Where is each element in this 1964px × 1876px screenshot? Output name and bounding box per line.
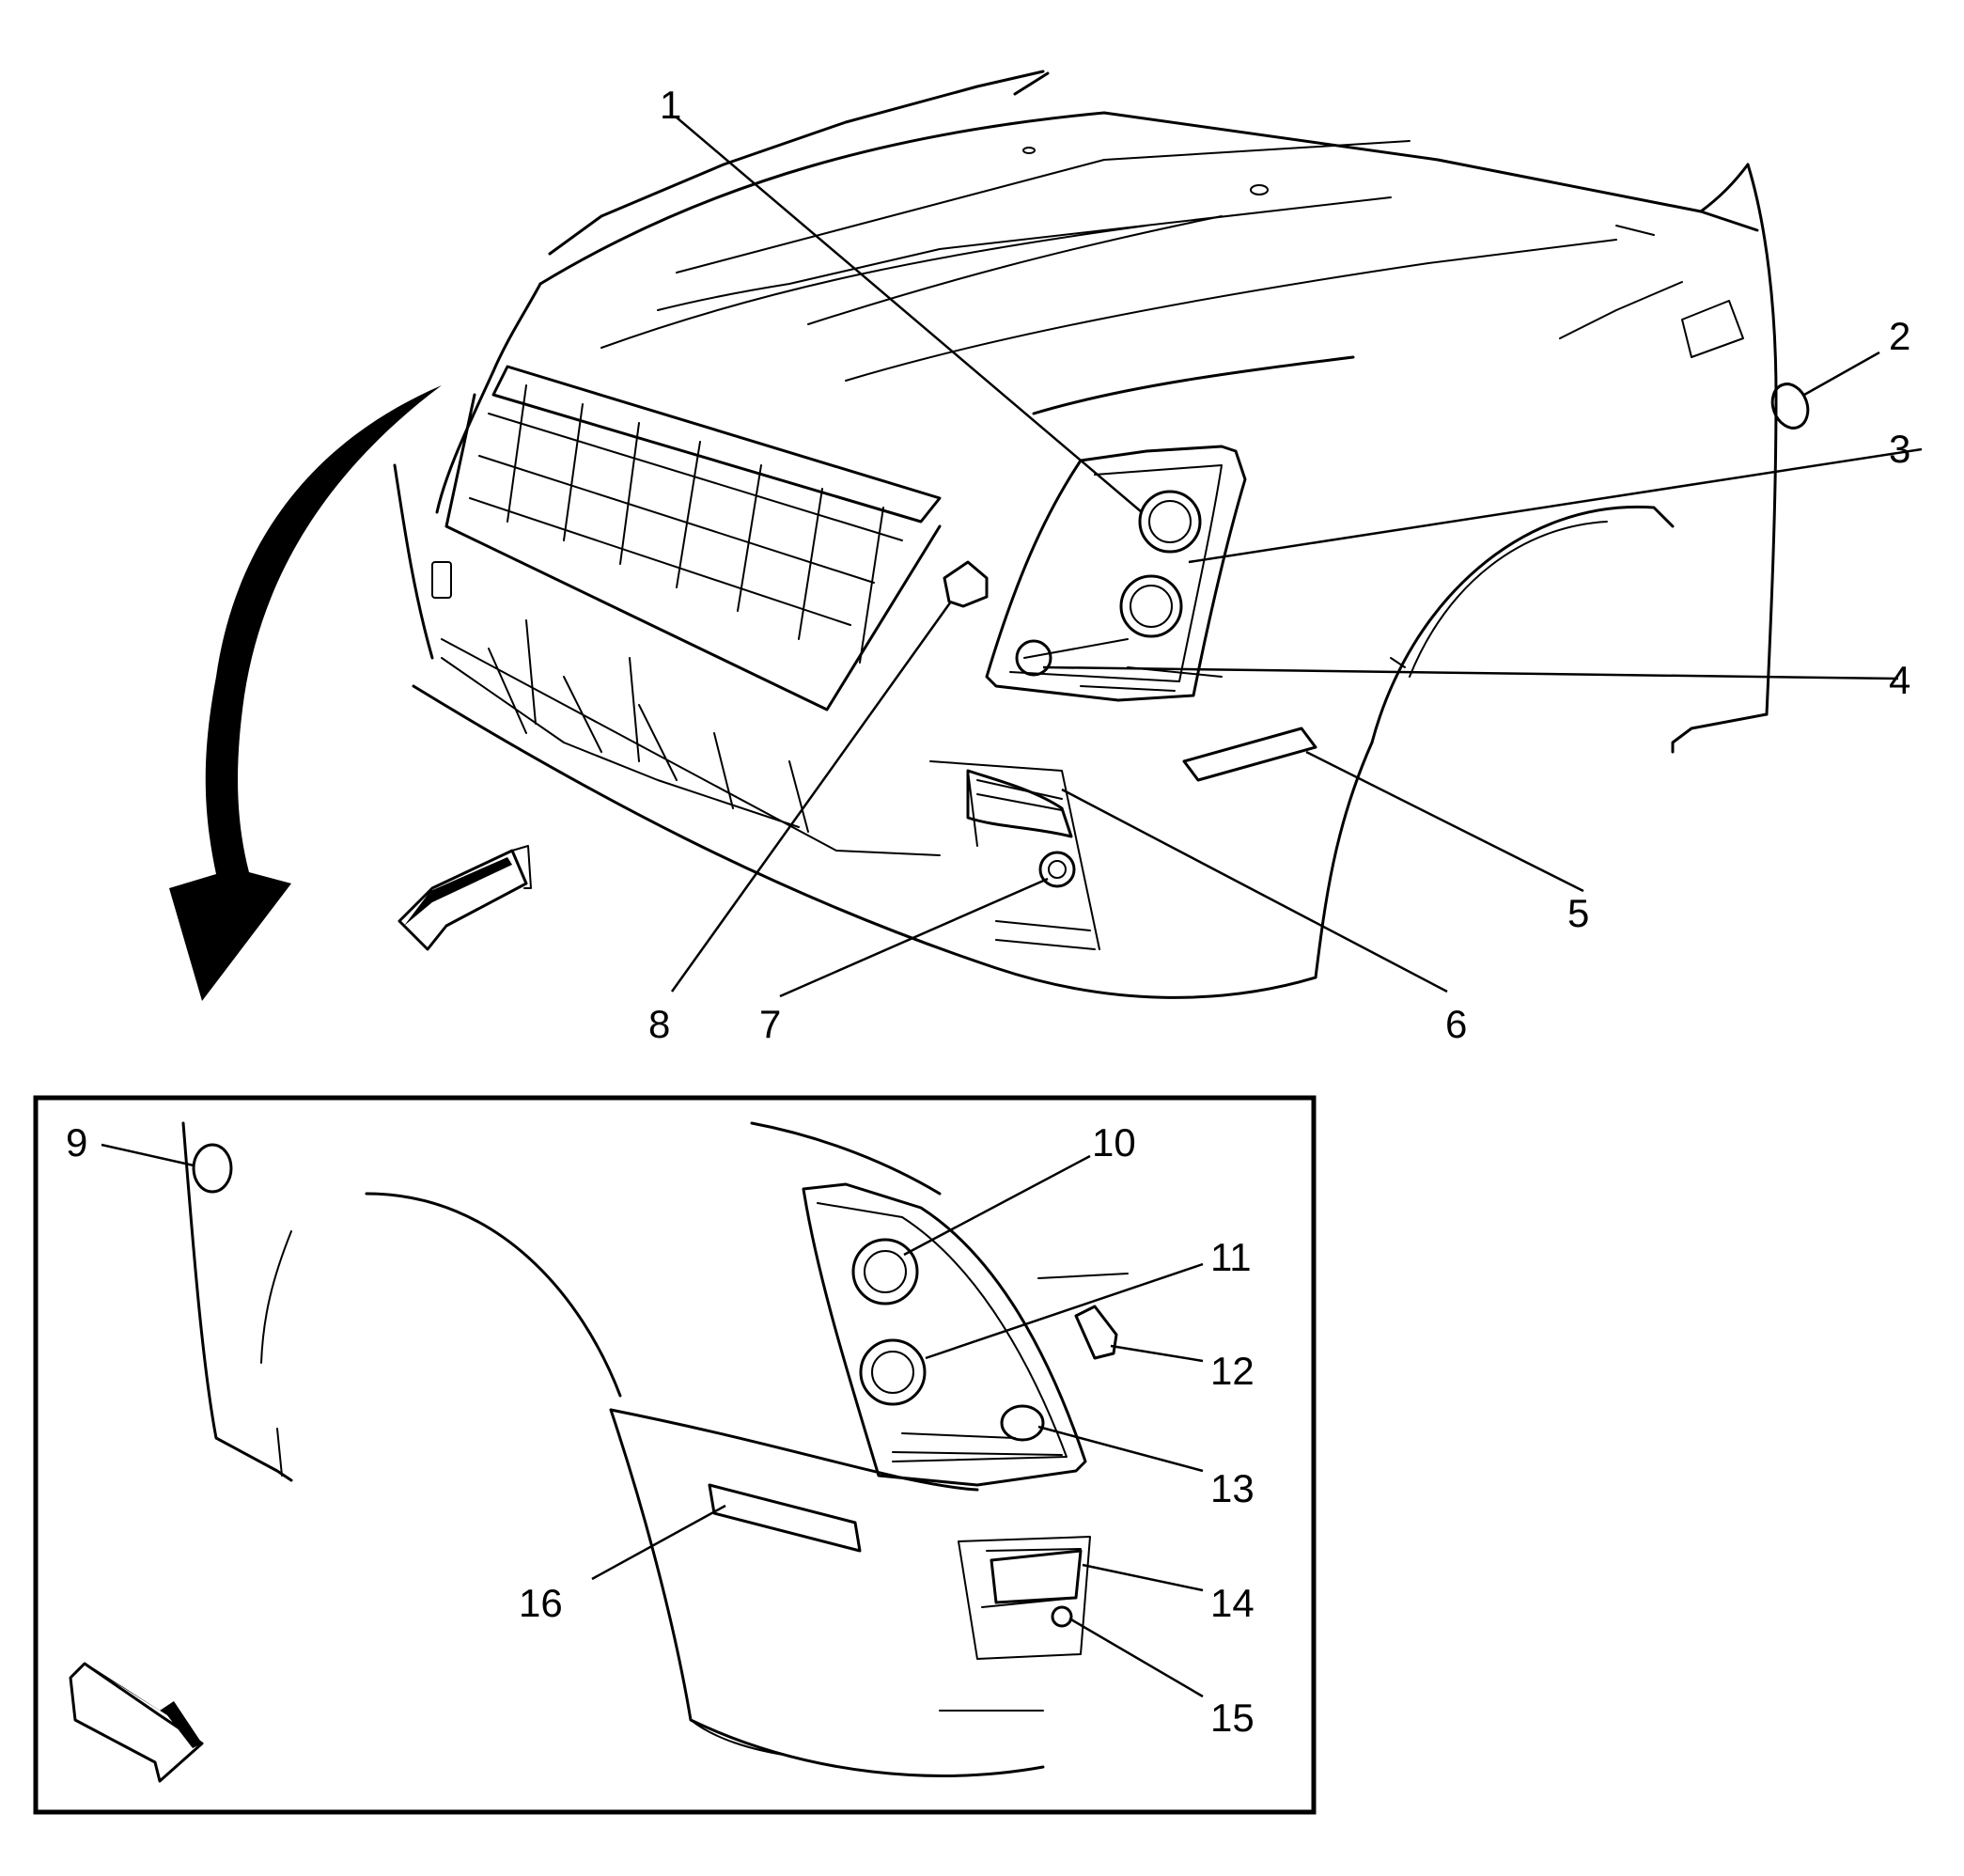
callout-3: 3 — [1889, 427, 1910, 471]
callout-11: 11 — [1210, 1235, 1252, 1279]
callout-6: 6 — [1445, 1002, 1467, 1046]
callout-13: 13 — [1210, 1466, 1255, 1510]
callout-10: 10 — [1092, 1120, 1136, 1165]
callout-15: 15 — [1210, 1696, 1255, 1740]
callout-4: 4 — [1889, 658, 1910, 702]
callout-16: 16 — [519, 1581, 563, 1625]
callout-14: 14 — [1210, 1581, 1255, 1625]
leader-lines — [101, 117, 1923, 1698]
callout-1: 1 — [660, 83, 681, 127]
callout-7: 7 — [759, 1002, 781, 1046]
vehicle-front-view — [169, 70, 1810, 1001]
callout-9: 9 — [66, 1120, 87, 1165]
callout-12: 12 — [1210, 1349, 1255, 1393]
callout-2: 2 — [1889, 314, 1910, 358]
forward-direction-arrow — [397, 845, 532, 951]
callout-8: 8 — [648, 1002, 670, 1046]
inset-detail-view — [33, 1095, 1317, 1815]
inset-direction-arrow — [69, 1662, 204, 1783]
rotation-arrow — [169, 385, 442, 1001]
callout-5: 5 — [1567, 891, 1589, 935]
callout-labels: 1 2 3 4 5 6 7 8 9 10 11 12 13 14 15 16 — [66, 83, 1910, 1740]
